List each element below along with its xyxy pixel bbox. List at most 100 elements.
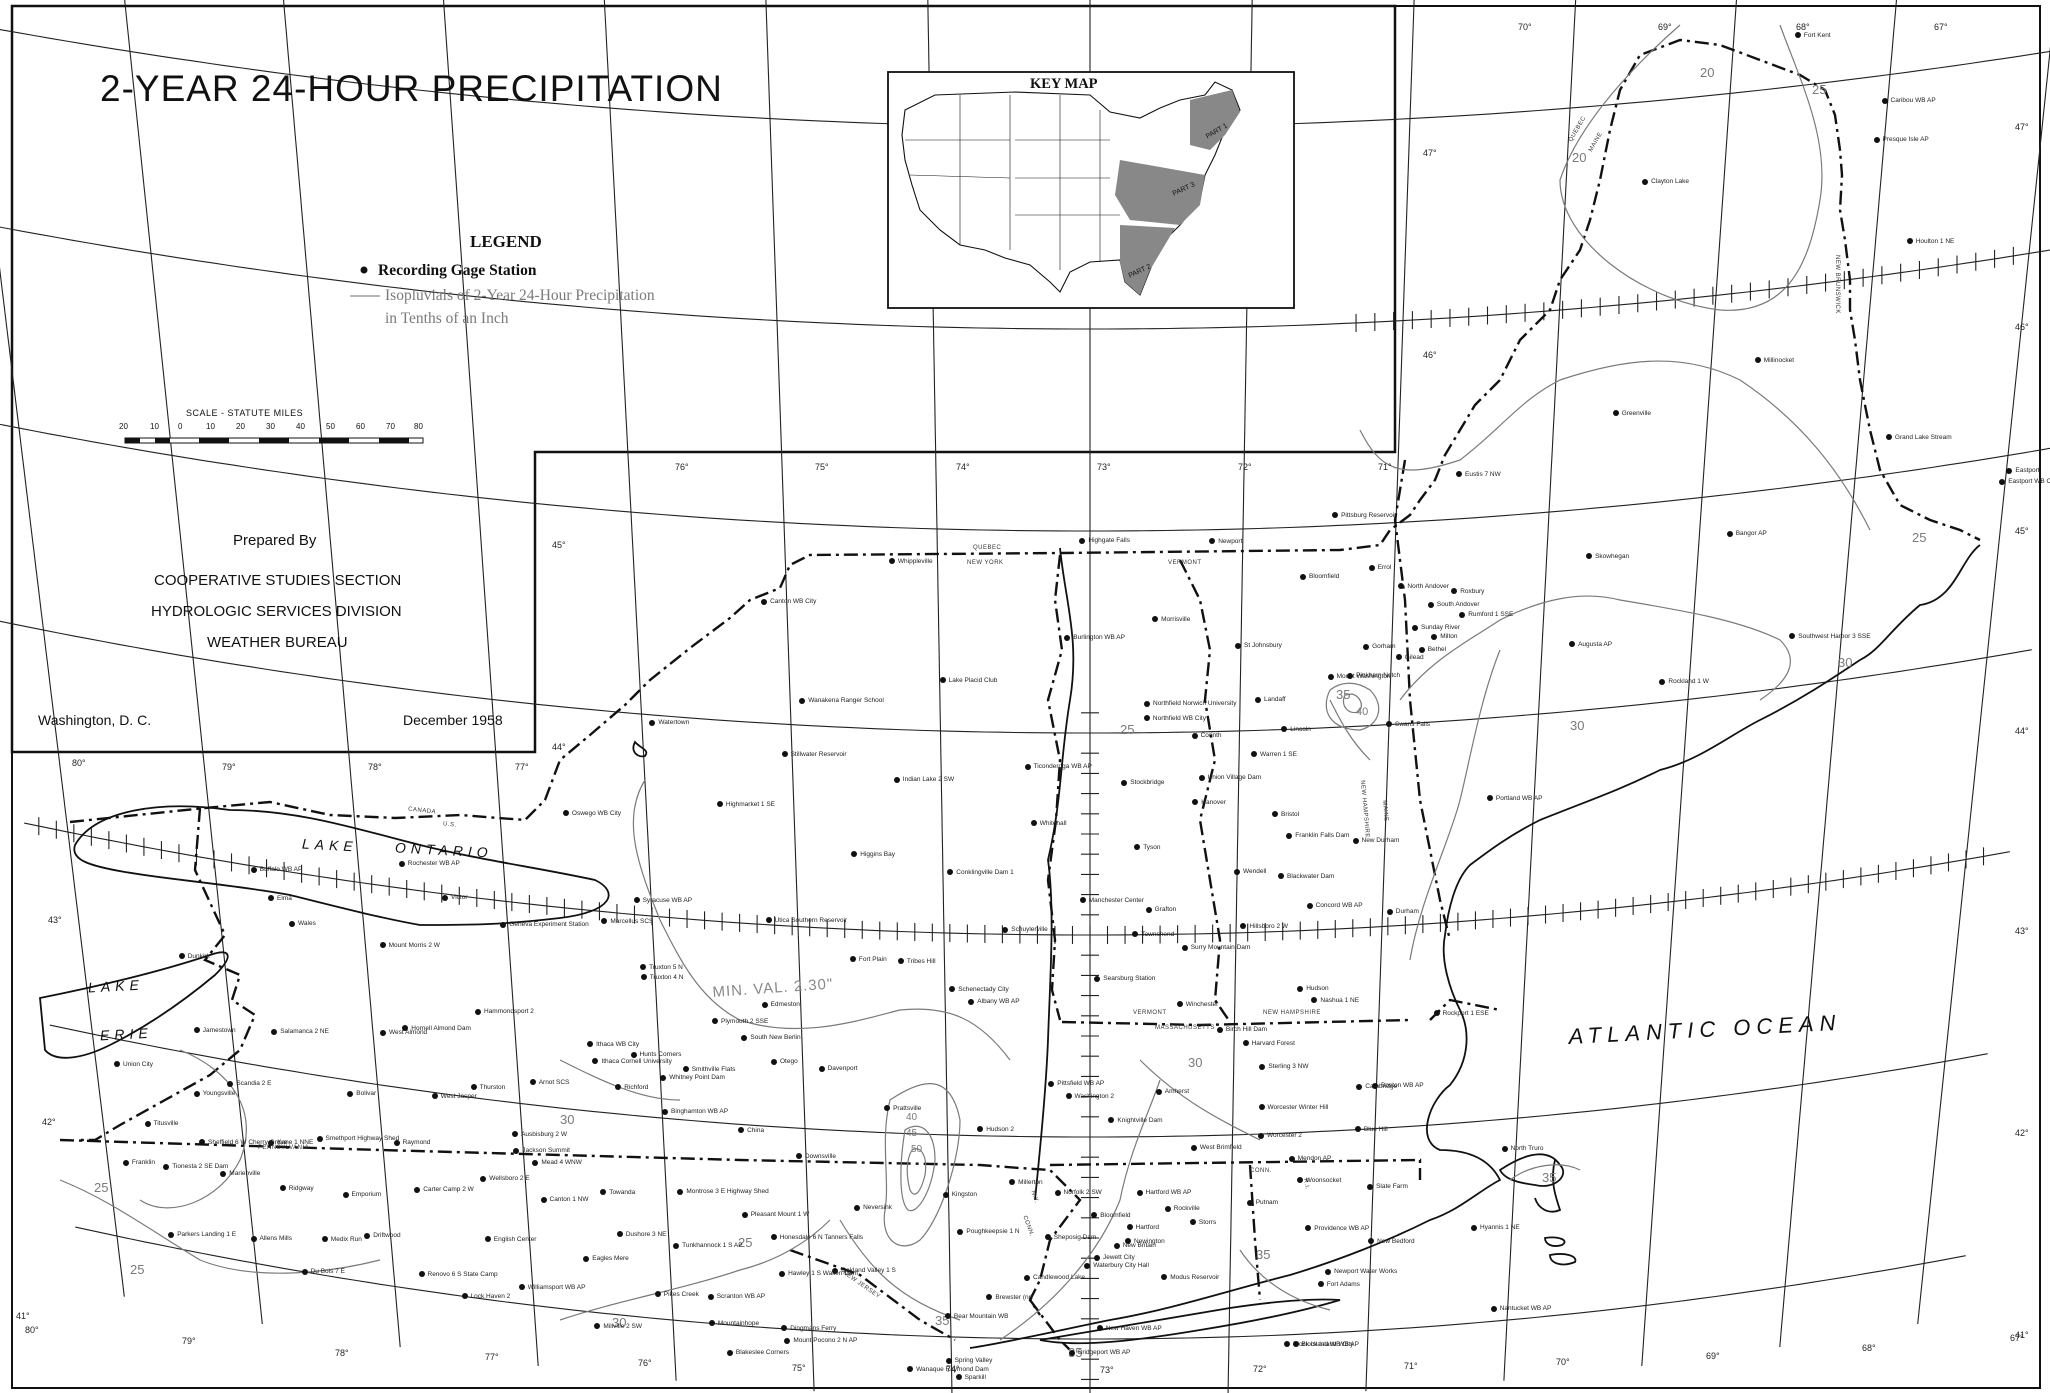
gage-station: Providence WB AP (1305, 1225, 1369, 1233)
boundary-label: CONN. (1250, 1168, 1272, 1174)
gage-station: Truxton 5 N (640, 964, 683, 972)
gage-station: Honesdale 6 N Tanners Falls (770, 1234, 863, 1242)
gage-station: Candlewood Lake (1024, 1274, 1085, 1282)
gage-station: Salamanca 2 NE (271, 1029, 329, 1036)
boundary-label: U.S. (442, 821, 457, 829)
isopluvial-30-ma (1139, 1059, 1261, 1141)
gage-station: Hudson 2 (977, 1126, 1014, 1134)
gage-station: Conklingville Dam 1 (947, 869, 1014, 877)
latitude-label: 46° (2015, 322, 2029, 332)
isopluvial-value-label: 35 (1068, 1345, 1083, 1360)
longitude-label: 77° (515, 762, 529, 772)
boundary-label: PENNSYLVANIA (258, 1145, 310, 1151)
gage-station: Grand Lake Stream (1885, 434, 1952, 442)
gage-station: Highmarket 1 SE (716, 801, 775, 809)
gage-station: Wanakena Ranger School (799, 697, 884, 705)
longitude-label: 78° (368, 762, 382, 772)
longitude-label: 72° (1253, 1364, 1267, 1374)
gage-station: China (738, 1127, 764, 1135)
state-boundaries (59, 38, 1981, 1351)
prepared-by: Prepared By (233, 532, 317, 549)
gage-station: Waterbury City Hall (1084, 1263, 1149, 1270)
gage-station: Lincoln (1281, 726, 1311, 734)
gage-station: West Almond (380, 1030, 427, 1037)
gage-station: Hartford (1126, 1224, 1159, 1232)
meridian-line (0, 266, 125, 1297)
longitude-label: 71° (1404, 1361, 1418, 1371)
gage-station: Nashua 1 NE (1311, 997, 1359, 1005)
scale-tick-label: 80 (414, 422, 423, 431)
scale-bar (124, 437, 424, 444)
gage-station: Whitney Point Dam (660, 1074, 725, 1082)
boundary-label: VERMONT (1168, 560, 1202, 566)
longitude-label: 67° (2010, 1333, 2024, 1343)
gage-station: Bloomfield (1300, 574, 1339, 581)
gage-station: Bangor AP (1726, 531, 1767, 538)
latitude-label: 44° (2015, 726, 2029, 736)
gage-station: Rockport 1 ESE (1433, 1010, 1489, 1018)
atlantic-coastline (969, 544, 1981, 1349)
gage-station: Whippleville (888, 558, 933, 566)
gage-station: Albany WB AP (968, 999, 1020, 1006)
gage-station: Bolivar (347, 1091, 376, 1098)
lake-erie-shore (39, 951, 229, 1059)
gage-station: Union Village Dam (1198, 775, 1261, 782)
gage-station: Hillsboro 2 W (1240, 923, 1288, 931)
isopluvial-30-pa (559, 1219, 831, 1321)
vt-ma-boundary (1061, 1018, 1411, 1027)
gage-station: Scranton WB AP (707, 1294, 765, 1301)
gage-station: Newport (1209, 538, 1242, 546)
isopluvial-value-label: 35 (1256, 1247, 1271, 1262)
isopluvial-value-label: 25 (1812, 82, 1827, 97)
gage-station: Washington 2 (1065, 1093, 1114, 1101)
gage-station: Highgate Falls (1079, 538, 1130, 545)
gage-station: Titusville (144, 1121, 179, 1128)
gage-station: Hawley 1 S Wallen Dam (779, 1271, 858, 1278)
isopluvial-value-label: 30 (1570, 718, 1585, 733)
longitude-label: 68° (1796, 22, 1810, 32)
gage-station: Sterling 3 NW (1259, 1064, 1309, 1071)
gage-station: Portland WB AP (1486, 795, 1543, 803)
isopluvial-40-catskills (900, 1125, 936, 1212)
parallel-line (49, 1024, 1988, 1138)
longitude-label: 68° (1862, 1343, 1876, 1353)
isopluvial-value-label: 25 (130, 1262, 145, 1277)
gage-station: Woonsocket (1296, 1177, 1341, 1185)
gage-station: Lake Placid Club (939, 677, 997, 685)
scale-tick-label: 70 (386, 422, 395, 431)
gage-station: Medix Run (321, 1236, 362, 1244)
gage-station: Gilead (1395, 654, 1424, 662)
gage-station: Worcester 2 (1258, 1132, 1302, 1140)
gage-station: Downsville (795, 1153, 836, 1161)
gage-station: Blue Hill (1354, 1126, 1388, 1134)
gage-station: Roxbury (1451, 588, 1484, 596)
gage-station: Millville 2 SW (594, 1323, 642, 1331)
meridian-line (1779, 0, 1898, 1348)
boundary-label: MASSACHUSETTS (1155, 1025, 1215, 1031)
gage-station: South Andover (1427, 602, 1480, 609)
gage-station: Thurston (470, 1084, 505, 1092)
gage-station: Watertown (649, 720, 689, 727)
scale-tick-label: 0 (178, 422, 183, 431)
gage-station: Burlington WB AP (1064, 634, 1125, 642)
gage-station: Eustis 7 NW (1456, 471, 1501, 479)
gage-station: Augusta AP (1569, 641, 1612, 649)
gage-station: Morrisville (1152, 616, 1190, 624)
ny-pa-boundary (59, 1138, 1082, 1316)
gage-station: Durham (1386, 908, 1419, 916)
gage-station: Northfield WB City (1143, 715, 1206, 723)
lake-erie-label-2: ERIE (99, 1024, 154, 1044)
gage-station: Ticonderoga WB AP (1024, 763, 1092, 771)
gage-station: Blakeslee Corners (726, 1350, 789, 1357)
ma-ct-boundary (1049, 1158, 1422, 1180)
gage-station: Kingston (942, 1192, 977, 1199)
gage-station: Bloomfield (1091, 1212, 1131, 1220)
gage-station: Carter Camp 2 W (414, 1186, 474, 1194)
legend-isopluvial-label-1: Isopluvials of 2-Year 24-Hour Precipitat… (385, 287, 655, 304)
lake-ontario-label-1: LAKE (301, 835, 359, 855)
meridian-line (765, 0, 815, 1392)
longitude-label: 80° (72, 758, 86, 768)
meridian-line (442, 0, 539, 1367)
gage-station: Dingmans Ferry (781, 1325, 836, 1333)
gage-station: Grafton (1145, 907, 1176, 914)
